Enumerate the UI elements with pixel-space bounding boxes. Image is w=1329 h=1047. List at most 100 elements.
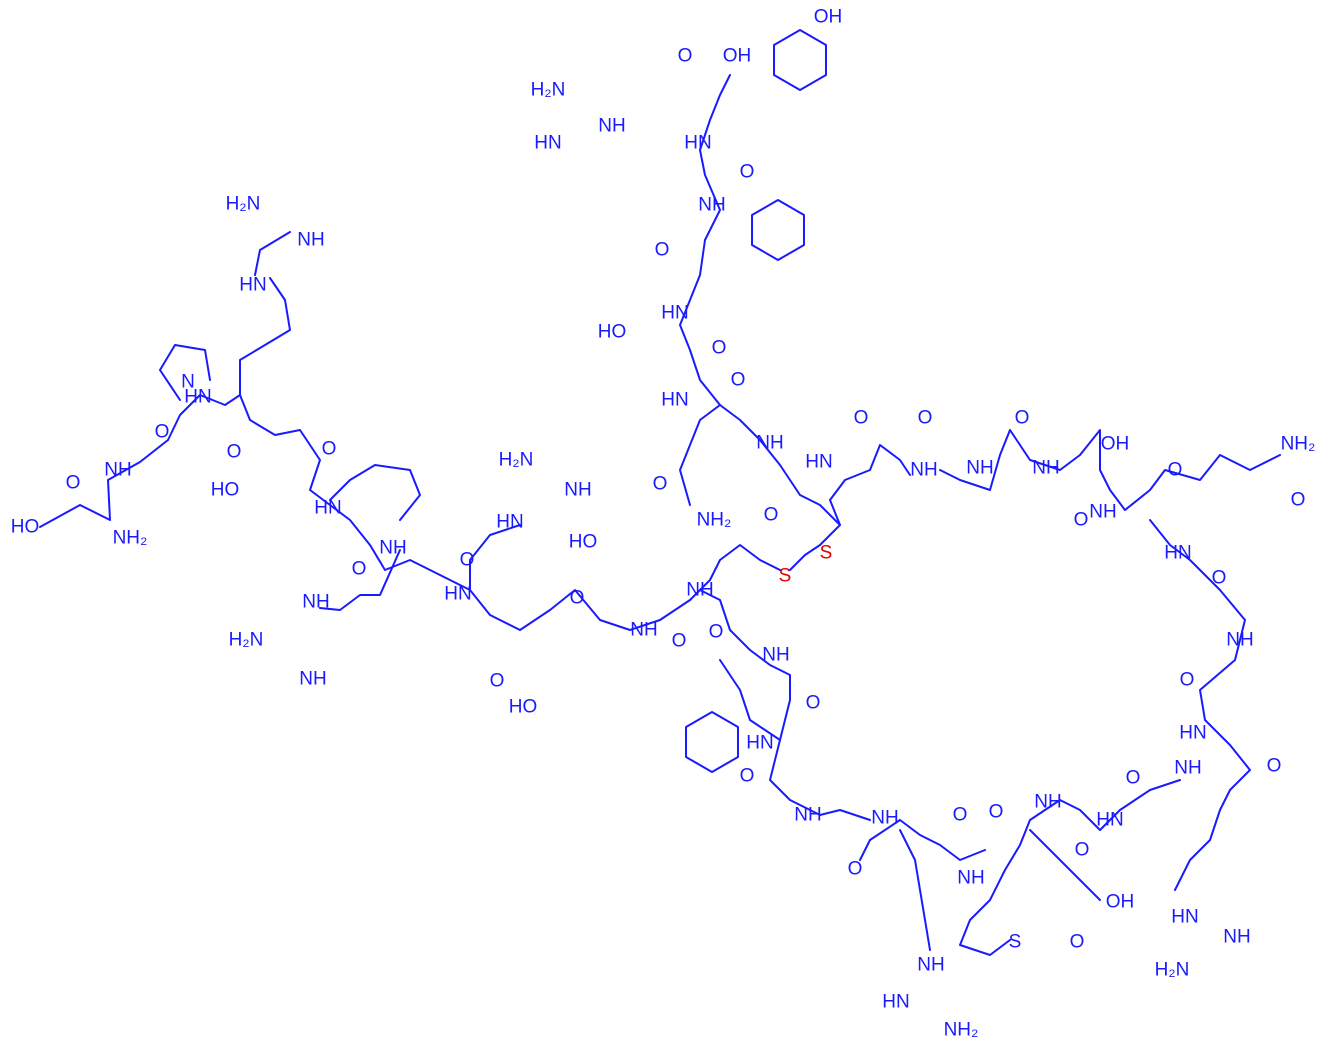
atom-label: NH — [794, 805, 821, 826]
bond-chain — [239, 394, 691, 631]
atom-label: O — [1075, 840, 1090, 861]
atom-label: O — [709, 622, 724, 643]
atom-label: HN — [684, 133, 711, 154]
atom-label: HN — [239, 275, 266, 296]
bond-chain — [959, 779, 1181, 956]
atom-label: HN — [1096, 810, 1123, 831]
atom-label: OH — [814, 7, 843, 28]
atom-label: O — [570, 588, 585, 609]
bond-chain — [689, 544, 781, 601]
atom-label: NH — [871, 808, 898, 829]
atom-label: O — [918, 408, 933, 429]
atom-label: NH — [762, 645, 789, 666]
atom-label: NH — [1223, 927, 1250, 948]
atom-label: HO — [509, 697, 538, 718]
atom-label: NH — [910, 460, 937, 481]
bond-chain — [939, 429, 1281, 511]
bond-chain — [319, 549, 401, 611]
atom-label: O — [1070, 932, 1085, 953]
atom-label: NH — [1089, 502, 1116, 523]
atom-label: NH — [966, 458, 993, 479]
bond-chain — [254, 231, 291, 276]
atom-label: N — [181, 372, 195, 393]
atom-label: O — [1212, 568, 1227, 589]
atom-label: HN — [496, 512, 523, 533]
bond-chain — [679, 404, 721, 506]
bond-chain — [329, 464, 421, 521]
atom-label: NH — [957, 868, 984, 889]
atom-label: NH — [630, 620, 657, 641]
atom-label: NH — [698, 195, 725, 216]
atom-label: HO — [569, 532, 598, 553]
atom-label: O — [653, 474, 668, 495]
atom-label: H₂N — [226, 194, 261, 215]
atom-label: NH — [598, 116, 625, 137]
atom-label: NH — [104, 460, 131, 481]
atom-label: O — [655, 240, 670, 261]
atom-label: H₂N — [1155, 960, 1190, 981]
bond-chain — [159, 344, 211, 401]
bond-chain — [679, 74, 841, 526]
atom-label: HN — [661, 303, 688, 324]
atom-label: HO — [598, 322, 627, 343]
atom-label: OH — [1101, 434, 1130, 455]
atom-label: O — [672, 631, 687, 652]
atom-label: O — [740, 162, 755, 183]
atom-label: O — [848, 859, 863, 880]
atom-label: H₂N — [499, 450, 534, 471]
atom-label: O — [352, 559, 367, 580]
benzene-ring — [685, 711, 739, 773]
atom-label: O — [1267, 756, 1282, 777]
benzene-ring — [773, 29, 827, 91]
bond-chain — [1029, 829, 1101, 901]
atom-label: OH — [723, 46, 752, 67]
atom-label: NH — [297, 230, 324, 251]
atom-label: NH — [917, 955, 944, 976]
atom-label: O — [953, 805, 968, 826]
atom-label: O — [1291, 490, 1306, 511]
atom-label: O — [322, 439, 337, 460]
atom-label: NH — [756, 433, 783, 454]
atom-label: O — [764, 505, 779, 526]
bond-chain — [699, 589, 871, 821]
bond-chain — [789, 444, 911, 571]
atom-label: O — [460, 550, 475, 571]
atom-label: NH — [1174, 758, 1201, 779]
atom-label: HN — [1179, 723, 1206, 744]
atom-label: S — [820, 543, 833, 564]
bond-chain — [719, 659, 781, 741]
atom-label: NH — [302, 592, 329, 613]
atom-label: O — [1015, 408, 1030, 429]
atom-label: O — [712, 338, 727, 359]
atom-label: NH — [1034, 792, 1061, 813]
atom-label: O — [1074, 510, 1089, 531]
atom-label: NH₂ — [1281, 434, 1316, 455]
atom-label: O — [66, 473, 81, 494]
atom-label: HN — [444, 584, 471, 605]
atom-label: NH₂ — [113, 528, 148, 549]
bond-chain — [899, 829, 931, 951]
atom-label: O — [1180, 670, 1195, 691]
bond-chain — [469, 524, 521, 591]
benzene-ring — [751, 199, 805, 261]
atom-label: NH₂ — [944, 1020, 979, 1041]
atom-label: O — [678, 46, 693, 67]
atom-label: NH — [1032, 458, 1059, 479]
atom-label: O — [227, 442, 242, 463]
atom-label: O — [731, 370, 746, 391]
atom-label: HN — [882, 992, 909, 1013]
atom-label: O — [490, 671, 505, 692]
atom-label: HN — [534, 133, 561, 154]
atom-label: O — [854, 408, 869, 429]
bond-chain — [1149, 519, 1251, 891]
atom-label: NH — [299, 669, 326, 690]
atom-label: HN — [1164, 543, 1191, 564]
atom-label: O — [1126, 768, 1141, 789]
atom-label: HN — [746, 733, 773, 754]
atom-label: HN — [661, 390, 688, 411]
atom-label: H₂N — [531, 80, 566, 101]
atom-label: HO — [211, 480, 240, 501]
bond-chain — [859, 819, 986, 861]
